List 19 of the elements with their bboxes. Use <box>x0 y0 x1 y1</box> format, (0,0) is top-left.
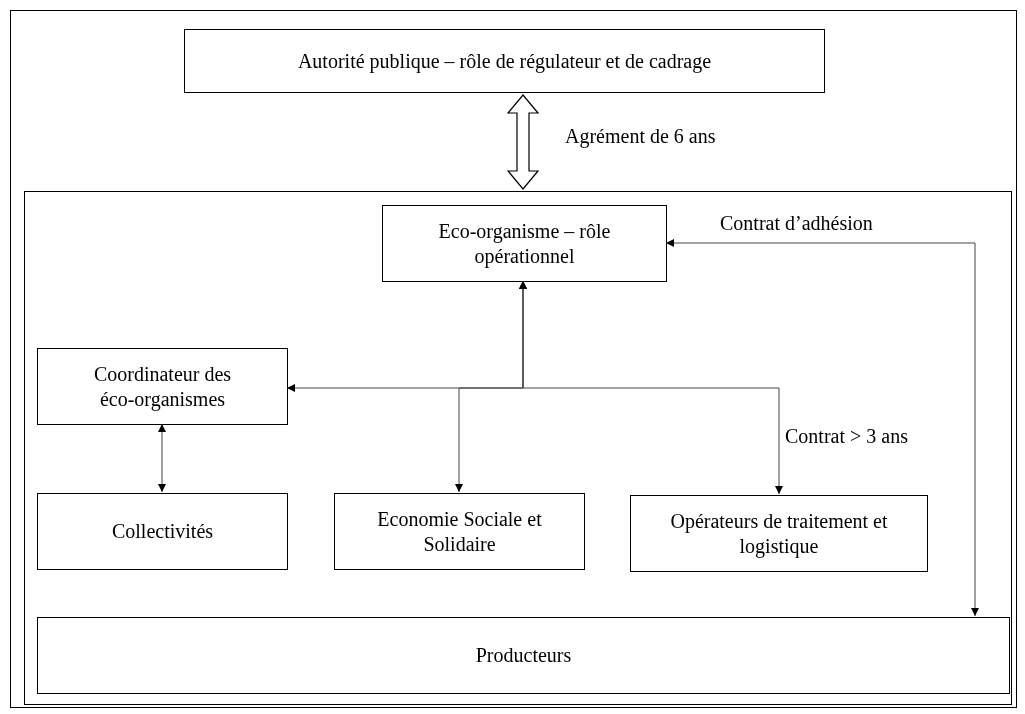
arrow <box>665 239 979 617</box>
process-box <box>334 493 585 570</box>
process-box <box>37 493 288 570</box>
node-text: Autorité publique – rôle de régulateur et de cadrage <box>296 48 713 74</box>
process-box <box>37 348 288 425</box>
arrow <box>519 280 783 495</box>
node-text: Coordinateur des éco-organismes <box>92 361 233 412</box>
node-text: Eco-organisme – rôle opérationnel <box>437 218 612 269</box>
process-box <box>184 29 825 93</box>
node-text: Opérateurs de traitement et logistique <box>669 508 889 559</box>
double-arrow <box>506 94 540 190</box>
arrow <box>158 423 166 493</box>
process-box <box>382 205 667 282</box>
node-text: Collectivités <box>110 519 215 544</box>
container-box <box>24 191 1012 705</box>
node-text: Producteurs <box>474 643 573 668</box>
process-box <box>630 495 928 572</box>
node-text: Economie Sociale et Solidaire <box>376 506 543 557</box>
process-box <box>37 617 1010 694</box>
